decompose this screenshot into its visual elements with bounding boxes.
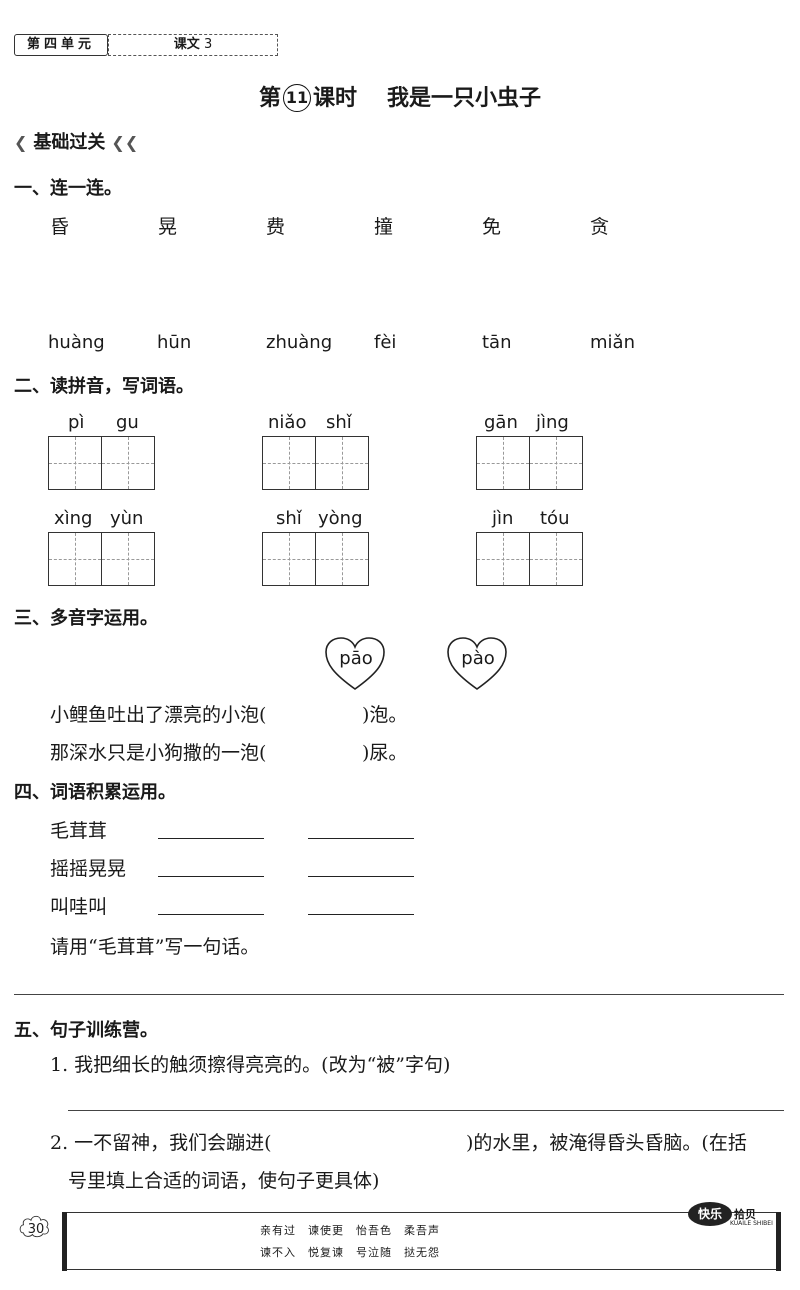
syllable: niǎo [268, 412, 307, 433]
char-3[interactable]: 费 [266, 216, 286, 238]
syllable: gu [116, 412, 139, 433]
heart-icon [447, 637, 507, 690]
question-2-before: 2. 一不留神，我们会蹦进( [50, 1132, 272, 1154]
sentence-2-after: )尿。 [362, 742, 408, 764]
lesson-prefix: 课文 [173, 37, 200, 52]
heart-icon [325, 637, 385, 690]
sentence-1-after: )泡。 [362, 704, 408, 726]
chevron-left-icon: ❮ [14, 133, 28, 152]
answer-line[interactable] [158, 838, 264, 839]
word-1: 毛茸茸 [50, 820, 108, 842]
lesson-number: 3 [203, 37, 213, 52]
answer-line[interactable] [158, 876, 264, 877]
pinyin-2[interactable]: hūn [157, 332, 192, 353]
syllable: jìn [492, 508, 514, 529]
char-2[interactable]: 晃 [158, 216, 178, 238]
syllable: pì [68, 412, 85, 433]
title-suffix: 课时 [312, 86, 357, 111]
writing-grid[interactable] [262, 532, 369, 586]
answer-line[interactable] [308, 876, 414, 877]
syllable: xìng [54, 508, 93, 529]
pinyin-1[interactable]: huàng [48, 332, 105, 353]
char-5[interactable]: 免 [482, 216, 502, 238]
section-2-heading: 二、读拼音，写词语。 [14, 376, 194, 397]
syllable: shǐ [276, 508, 302, 529]
question-2-after: )的水里，被淹得昏头昏脑。(在括 [466, 1132, 747, 1154]
writing-grid[interactable] [262, 436, 369, 490]
writing-grid[interactable] [476, 436, 583, 490]
banner-label: 基础过关 [33, 132, 106, 153]
syllable: shǐ [326, 412, 352, 433]
question-1: 1. 我把细长的触须擦得亮亮的。(改为“被”字句) [50, 1054, 451, 1076]
section-4-heading: 四、词语积累运用。 [14, 782, 176, 803]
syllable: yùn [110, 508, 144, 529]
word-2: 摇摇晃晃 [50, 858, 127, 880]
writing-grid[interactable] [476, 532, 583, 586]
pinyin-6[interactable]: miǎn [590, 332, 635, 353]
char-6[interactable]: 贪 [590, 216, 610, 238]
double-chevron-left-icon: ❮❮ [111, 133, 139, 152]
page-number: 30 [27, 1222, 45, 1237]
footer-bar-left [62, 1212, 67, 1271]
lesson-tab: 课文 3 [108, 34, 278, 56]
question-2-line2: 号里填上合适的词语，使句子更具体) [68, 1170, 380, 1192]
writing-line[interactable] [68, 1110, 784, 1111]
footer-bar-right [776, 1212, 781, 1271]
page-number-badge-icon [19, 1215, 49, 1238]
pinyin-3[interactable]: zhuàng [266, 332, 333, 353]
syllable: yòng [318, 508, 363, 529]
answer-line[interactable] [308, 838, 414, 839]
sentence-2-before: 那深水只是小狗撒的一泡( [50, 742, 267, 764]
sentence-1-before: 小鲤鱼吐出了漂亮的小泡( [50, 704, 267, 726]
heart-pinyin-2: pào [461, 648, 495, 669]
section-5-heading: 五、句子训练营。 [14, 1020, 158, 1041]
footer-badge-side: 拾贝 [734, 1208, 756, 1221]
word-3: 叫哇叫 [50, 896, 108, 918]
syllable: tóu [540, 508, 570, 529]
footer-box [62, 1212, 780, 1270]
writing-grid[interactable] [48, 532, 155, 586]
writing-grid[interactable] [48, 436, 155, 490]
char-4[interactable]: 撞 [374, 216, 394, 238]
section-1-heading: 一、连一连。 [14, 178, 122, 199]
pinyin-5[interactable]: tān [482, 332, 512, 353]
footer-verse-2: 谏不入 悦复谏 号泣随 挞无怨 [260, 1246, 440, 1259]
answer-line[interactable] [308, 914, 414, 915]
title-prefix: 第 [258, 86, 281, 111]
title-name: 我是一只小虫子 [387, 86, 542, 111]
pinyin-4[interactable]: fèi [374, 332, 397, 353]
heart-pinyin-1: pāo [339, 648, 373, 669]
section-banner: ❮ 基础过关 ❮❮ [14, 130, 138, 156]
section-3-heading: 三、多音字运用。 [14, 608, 158, 629]
char-1[interactable]: 昏 [50, 216, 70, 238]
footer-badge: 快乐 [688, 1202, 732, 1226]
syllable: gān [484, 412, 518, 433]
footer-verse-1: 亲有过 谏使更 怡吾色 柔吾声 [260, 1224, 440, 1237]
writing-line[interactable] [14, 994, 784, 995]
sentence-prompt: 请用“毛茸茸”写一句话。 [50, 936, 260, 958]
syllable: jìng [536, 412, 569, 433]
answer-line[interactable] [158, 914, 264, 915]
footer-badge-small: KUAILE SHIBEI [730, 1220, 773, 1227]
unit-tab: 第四单元 [14, 34, 108, 56]
title-number-circle: 11 [282, 84, 311, 112]
